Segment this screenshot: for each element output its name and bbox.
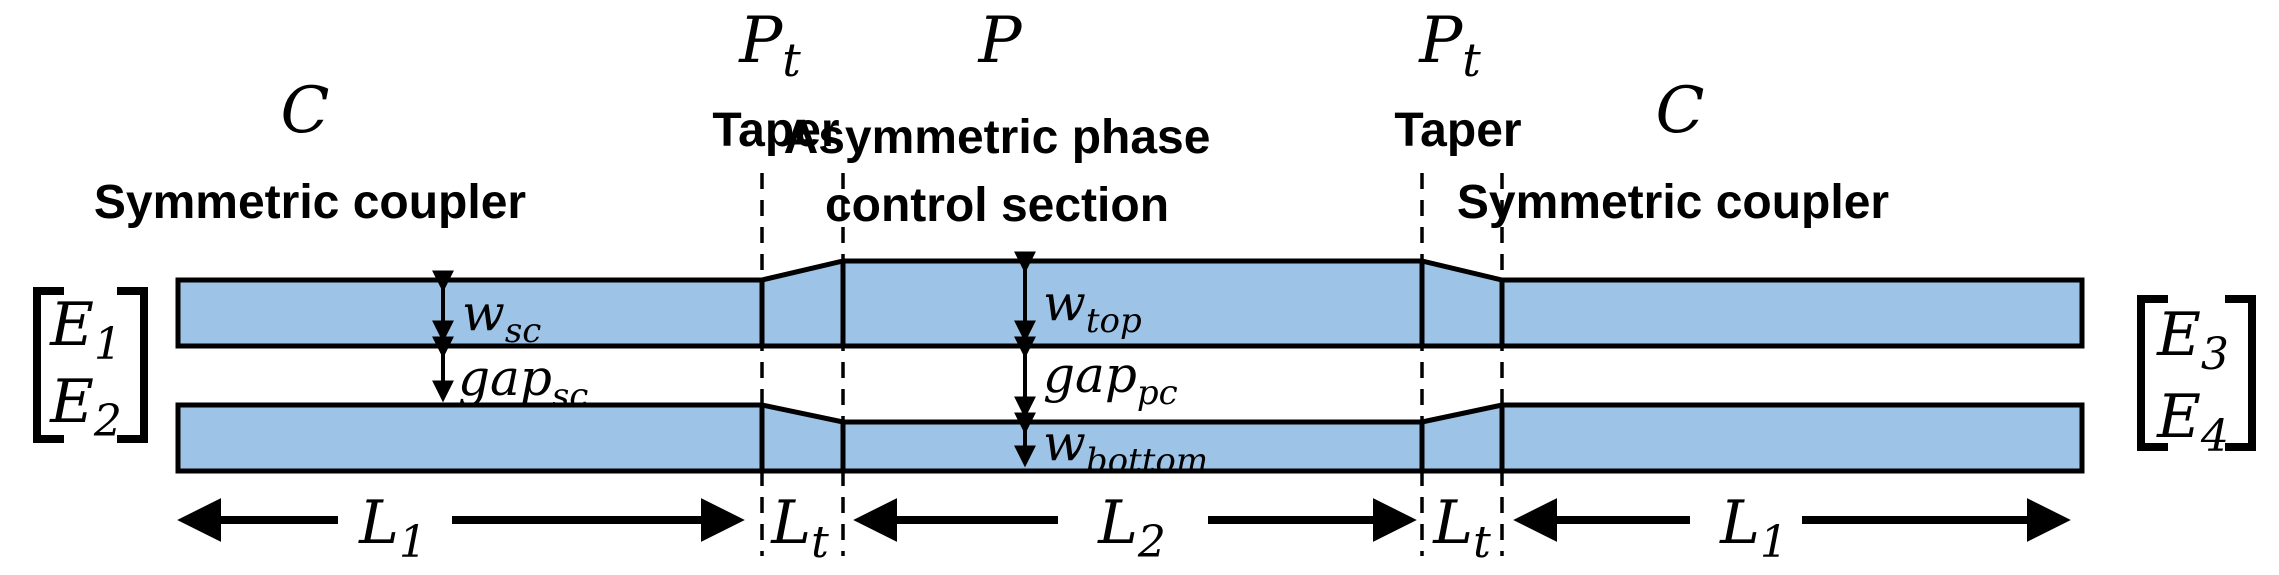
section-label-taper-left: Taper	[712, 104, 839, 157]
length-label-lt-left: Lt	[770, 488, 829, 568]
length-label-lt-right: Lt	[1432, 488, 1491, 568]
output-bracket-right	[2225, 295, 2256, 451]
section-label-taper-right: Taper	[1394, 104, 1521, 157]
input-bracket-left	[33, 287, 64, 443]
section-label-phase-control-line1: Asymmetric phase	[784, 111, 1211, 164]
input-port-vector: E1 E2	[33, 287, 148, 447]
section-symbol-taper-left: Pt	[738, 4, 801, 87]
dim-label-gapsc: gapsc	[458, 349, 588, 416]
port-label-e4: E4	[2156, 382, 2229, 462]
section-label-coupler-right: Symmetric coupler	[1457, 176, 1889, 229]
section-symbol-coupler-left: C	[281, 74, 330, 148]
section-symbol-taper-right: Pt	[1418, 4, 1481, 87]
output-port-vector: E3 E4	[2137, 295, 2256, 462]
taper-boundary-guides	[760, 173, 1504, 556]
port-label-e2: E2	[49, 367, 122, 447]
dim-label-wbottom: wbottom	[1043, 414, 1208, 481]
section-label-phase-control-line2: control section	[825, 179, 1169, 232]
dim-label-gappc: gappc	[1043, 346, 1178, 413]
dimension-arrows	[432, 251, 1036, 468]
taper-edge-lines	[759, 261, 1505, 471]
output-bracket-left	[2137, 295, 2168, 451]
section-symbol-coupler-right: C	[1656, 74, 1705, 148]
port-label-e1: E1	[49, 290, 122, 370]
section-symbol-phase-control: P	[977, 4, 1022, 78]
dim-label-wtop: wtop	[1043, 274, 1142, 341]
input-bracket-right	[117, 287, 148, 443]
section-label-coupler-left: Symmetric coupler	[94, 176, 526, 229]
length-label-l1-left: L1	[358, 488, 427, 568]
dim-label-wsc: wsc	[462, 284, 541, 351]
length-label-l1-right: L1	[1719, 488, 1788, 568]
length-label-l2: L2	[1097, 488, 1166, 568]
port-label-e3: E3	[2156, 300, 2229, 380]
